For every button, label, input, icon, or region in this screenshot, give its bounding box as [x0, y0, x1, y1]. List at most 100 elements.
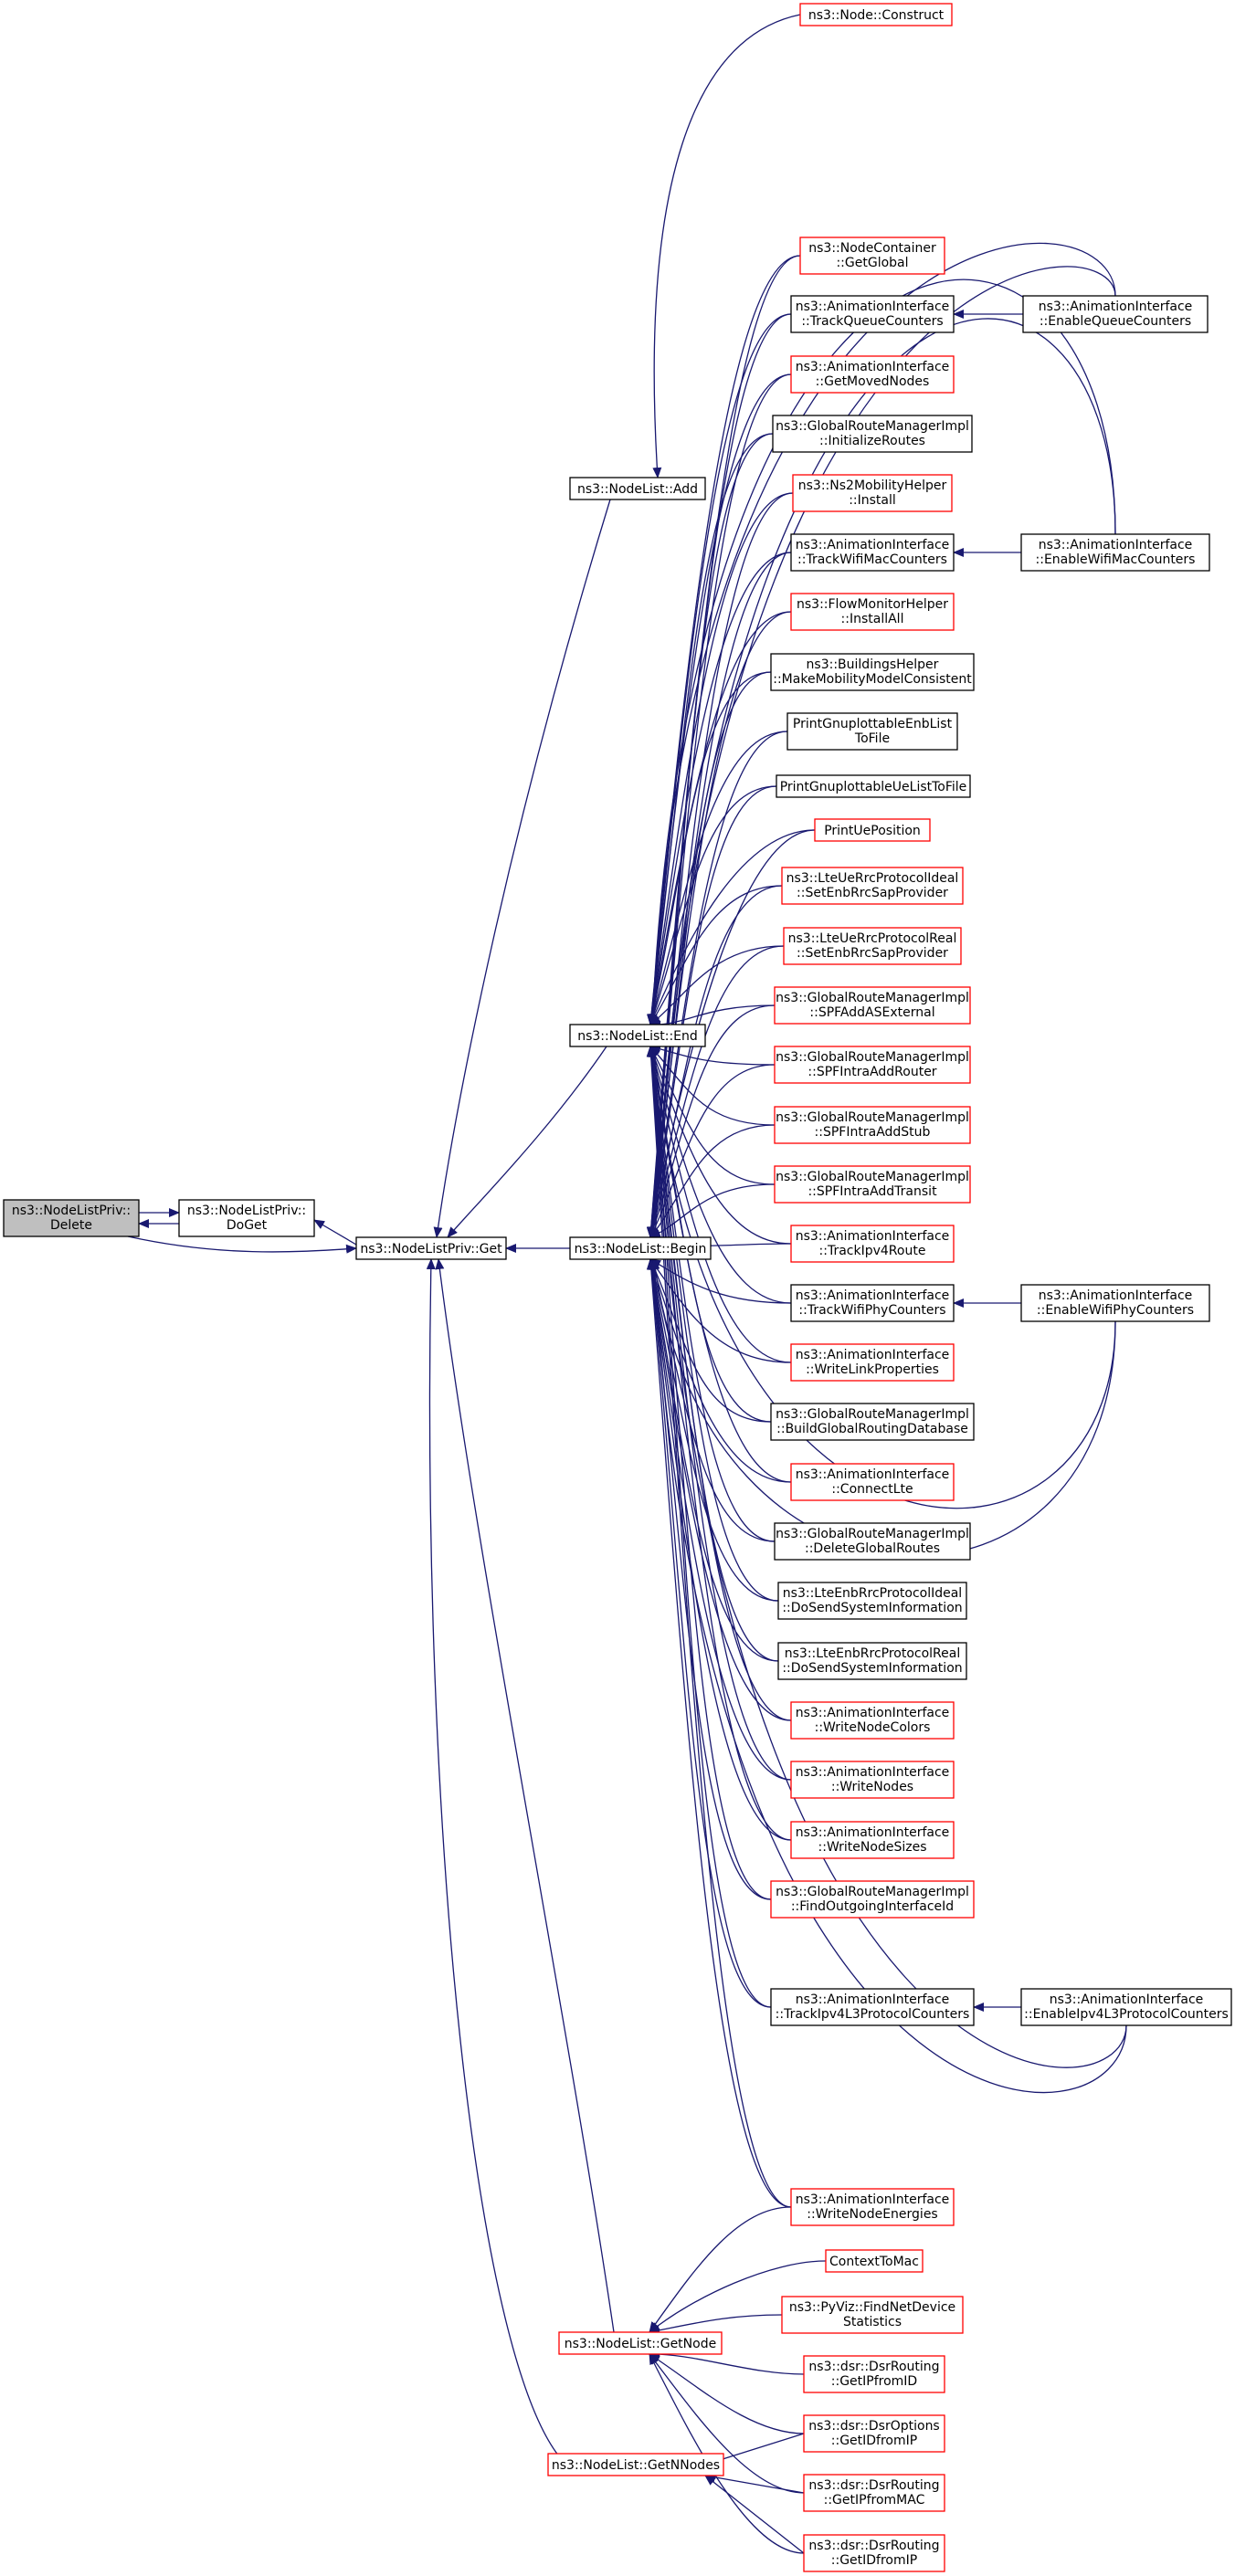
node-box	[770, 1880, 975, 1919]
node-flowinstall[interactable]: ns3::FlowMonitorHelper::InstallAll	[790, 593, 955, 631]
node-label-line: ::ConnectLte	[831, 1482, 913, 1497]
node-label-line: ns3::AnimationInterface	[796, 1288, 950, 1303]
node-box	[790, 1821, 955, 1859]
node-printuepos[interactable]: PrintUePosition	[814, 818, 931, 842]
node-label-line: ToFile	[854, 731, 890, 746]
call-edge-69	[649, 1258, 1127, 2094]
node-dsrrouting-mac[interactable]: ns3::dsr::DsrRouting::GetIPfromMAC	[803, 2474, 945, 2512]
node-initroutes[interactable]: ns3::GlobalRouteManagerImpl::InitializeR…	[772, 415, 973, 453]
node-box	[770, 1403, 975, 1441]
node-label-line: ::GetMovedNodes	[816, 374, 930, 389]
node-label-line: ns3::AnimationInterface	[1039, 300, 1193, 314]
call-edge-37	[649, 1258, 792, 1304]
node-getnode[interactable]: ns3::NodeList::GetNode	[558, 2331, 723, 2355]
node-connectlte[interactable]: ns3::AnimationInterface::ConnectLte	[790, 1463, 955, 1501]
node-printue[interactable]: PrintGnuplottableUeListToFile	[776, 774, 971, 798]
node-buildglobal[interactable]: ns3::GlobalRouteManagerImpl::BuildGlobal…	[770, 1403, 975, 1441]
node-label-line: ns3::AnimationInterface	[796, 1825, 950, 1840]
node-enablequeue[interactable]: ns3::AnimationInterface::EnableQueueCoun…	[1022, 295, 1209, 333]
node-getnnodes[interactable]: ns3::NodeList::GetNNodes	[547, 2453, 724, 2476]
node-enableipv4l3[interactable]: ns3::AnimationInterface::EnableIpv4L3Pro…	[1020, 1988, 1232, 2026]
node-ltuereal[interactable]: ns3::LteUeRrcProtocolReal::SetEnbRrcSapP…	[783, 927, 962, 965]
node-label-line: ::TrackWifiPhyCounters	[798, 1303, 945, 1318]
node-trackwifimac[interactable]: ns3::AnimationInterface::TrackWifiMacCou…	[790, 533, 955, 572]
node-box	[774, 1046, 971, 1084]
node-deleteglobal[interactable]: ns3::GlobalRouteManagerImpl::DeleteGloba…	[774, 1522, 971, 1561]
node-spfstub[interactable]: ns3::GlobalRouteManagerImpl::SPFIntraAdd…	[774, 1106, 971, 1144]
node-box	[558, 2331, 723, 2355]
edge-add-to-get	[433, 499, 611, 1238]
node-trackipv4route[interactable]: ns3::AnimationInterface::TrackIpv4Route	[790, 1225, 955, 1263]
call-edge-12	[648, 611, 792, 1025]
node-spftransit[interactable]: ns3::GlobalRouteManagerImpl::SPFIntraAdd…	[774, 1165, 971, 1204]
node-label-line: ns3::NodeList::GetNNodes	[552, 2458, 720, 2473]
node-dsrrouting-idip[interactable]: ns3::dsr::DsrRouting::GetIDfromIP	[803, 2534, 945, 2572]
node-begin[interactable]: ns3::NodeList::Begin	[569, 1236, 712, 1260]
node-label-line: ns3::NodeList::End	[577, 1029, 698, 1044]
node-root[interactable]: ns3::NodeListPriv::Delete	[3, 1199, 140, 1237]
node-label-line: Statistics	[843, 2315, 902, 2329]
node-box	[790, 1284, 955, 1322]
node-dsroptions[interactable]: ns3::dsr::DsrOptions::GetIDfromIP	[803, 2414, 945, 2453]
node-writelink[interactable]: ns3::AnimationInterface::WriteLinkProper…	[790, 1343, 955, 1382]
node-doget[interactable]: ns3::NodeListPriv::DoGet	[178, 1199, 315, 1237]
call-edge-24	[649, 945, 785, 1025]
call-edge-71	[649, 2260, 827, 2333]
node-label-line: ::EnableQueueCounters	[1040, 314, 1191, 329]
node-getmoved[interactable]: ns3::AnimationInterface::GetMovedNodes	[790, 355, 955, 394]
call-edge-47	[648, 1258, 779, 1602]
node-enablewifimac[interactable]: ns3::AnimationInterface::EnableWifiMacCo…	[1020, 533, 1210, 572]
node-trackipv4l3[interactable]: ns3::AnimationInterface::TrackIpv4L3Prot…	[770, 1988, 975, 2026]
node-box	[569, 1024, 706, 1047]
node-getglobal[interactable]: ns3::NodeContainer::GetGlobal	[799, 237, 945, 275]
node-box	[783, 927, 962, 965]
node-label-line: ns3::NodeContainer	[808, 241, 936, 256]
node-label-line: ns3::LteEnbRrcProtocolReal	[785, 1646, 961, 1661]
node-dsrrouting-ipid[interactable]: ns3::dsr::DsrRouting::GetIPfromID	[803, 2355, 945, 2393]
node-spfrouter[interactable]: ns3::GlobalRouteManagerImpl::SPFIntraAdd…	[774, 1046, 971, 1084]
call-edge-28	[649, 1044, 776, 1066]
node-lteueideal[interactable]: ns3::LteUeRrcProtocolIdeal::SetEnbRrcSap…	[781, 867, 964, 905]
node-label-line: Delete	[50, 1218, 92, 1233]
node-writenodes[interactable]: ns3::AnimationInterface::WriteNodes	[790, 1761, 955, 1799]
call-edge-34	[649, 1046, 792, 1245]
node-box	[786, 712, 958, 751]
node-end[interactable]: ns3::NodeList::End	[569, 1024, 706, 1047]
call-edge-39	[649, 1258, 792, 1363]
node-box	[178, 1199, 315, 1237]
node-label-line: ::SPFAddASExternal	[809, 1005, 934, 1020]
node-box	[790, 355, 955, 394]
node-label-line: ::MakeMobilityModelConsistent	[773, 672, 972, 687]
node-label-line: ::BuildGlobalRoutingDatabase	[776, 1422, 968, 1436]
node-box	[803, 2355, 945, 2393]
node-label-line: ns3::AnimationInterface	[796, 1348, 950, 1362]
node-findout[interactable]: ns3::GlobalRouteManagerImpl::FindOutgoin…	[770, 1880, 975, 1919]
node-contexttomac[interactable]: ContextToMac	[825, 2249, 924, 2273]
node-writeenergies[interactable]: ns3::AnimationInterface::WriteNodeEnergi…	[790, 2188, 955, 2226]
node-enbreal[interactable]: ns3::LteEnbRrcProtocolReal::DoSendSystem…	[777, 1642, 967, 1680]
node-box	[799, 3, 953, 26]
node-privget[interactable]: ns3::NodeListPriv::Get	[355, 1236, 507, 1260]
node-box	[774, 986, 971, 1025]
node-label-line: ::GetIPfromMAC	[824, 2493, 925, 2508]
node-enablewifiphy[interactable]: ns3::AnimationInterface::EnableWifiPhyCo…	[1020, 1284, 1210, 1322]
call-edge-7	[647, 433, 774, 1238]
node-trackqueue[interactable]: ns3::AnimationInterface::TrackQueueCount…	[790, 295, 955, 333]
node-construct[interactable]: ns3::Node::Construct	[799, 3, 953, 26]
node-label-line: ::TrackWifiMacCounters	[797, 552, 947, 567]
node-spfaddas[interactable]: ns3::GlobalRouteManagerImpl::SPFAddASExt…	[774, 986, 971, 1025]
node-writesizes[interactable]: ns3::AnimationInterface::WriteNodeSizes	[790, 1821, 955, 1859]
node-enbideal[interactable]: ns3::LteEnbRrcProtocolIdeal::DoSendSyste…	[777, 1582, 967, 1620]
node-ns2install[interactable]: ns3::Ns2MobilityHelper::Install	[792, 474, 953, 512]
node-add[interactable]: ns3::NodeList::Add	[569, 477, 706, 500]
node-trackwifiphy[interactable]: ns3::AnimationInterface::TrackWifiPhyCou…	[790, 1284, 955, 1322]
call-edge-70	[649, 2206, 792, 2333]
node-box	[569, 1236, 712, 1260]
node-writecolors[interactable]: ns3::AnimationInterface::WriteNodeColors	[790, 1701, 955, 1740]
node-label-line: ns3::GlobalRouteManagerImpl	[776, 1407, 969, 1422]
node-buildings[interactable]: ns3::BuildingsHelper::MakeMobilityModelC…	[770, 653, 975, 691]
node-label-line: ns3::Node::Construct	[808, 8, 945, 23]
node-label-line: ::TrackQueueCounters	[801, 314, 943, 329]
